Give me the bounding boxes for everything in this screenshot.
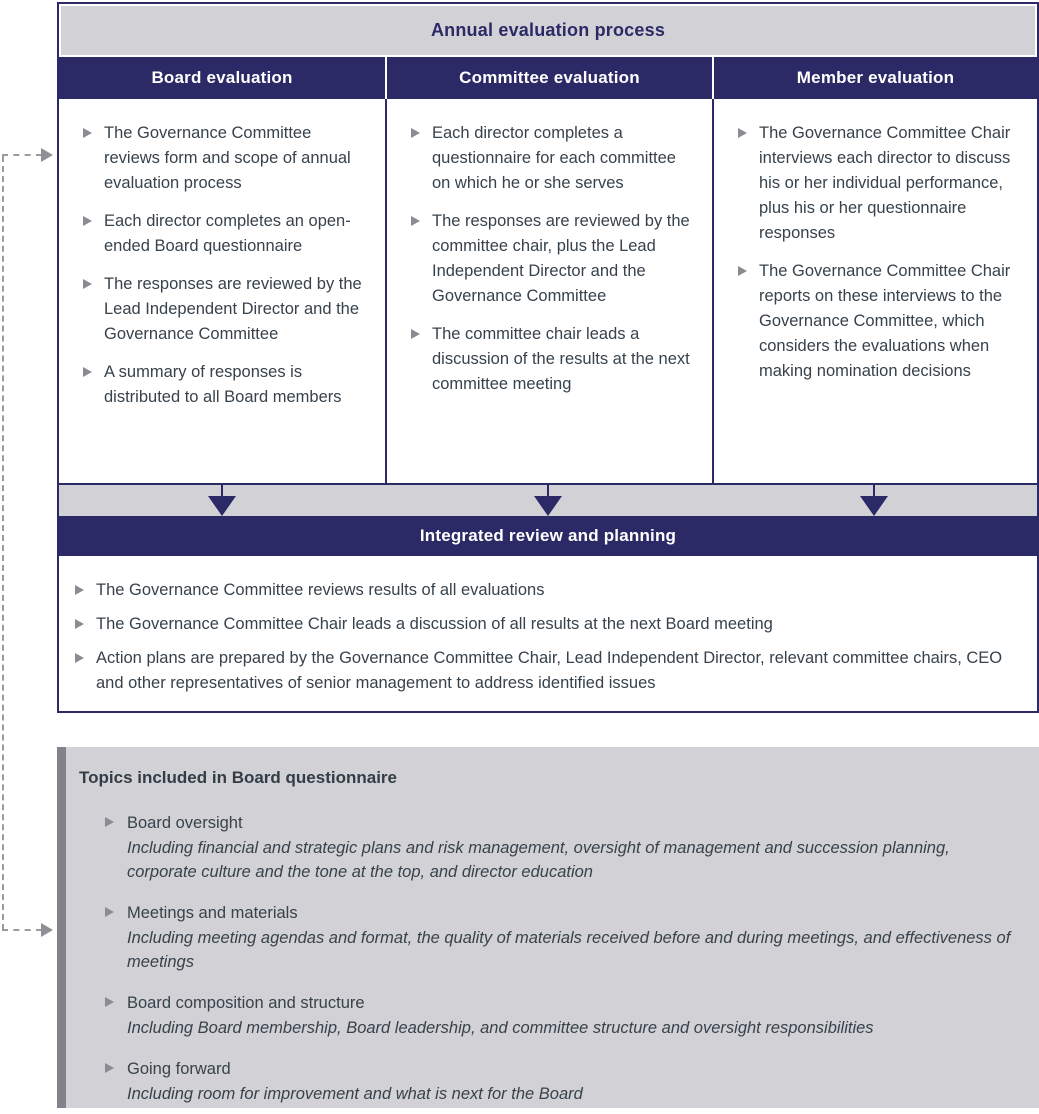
dashed-arrow-right-icon (41, 923, 53, 937)
board-evaluation-column: The Governance Committee reviews form an… (59, 99, 385, 483)
bullet-item: The Governance Committee Chair leads a d… (75, 612, 1013, 637)
bullet-item: The Governance Committee reviews form an… (83, 121, 369, 196)
bullet-item: The Governance Committee Chair interview… (738, 121, 1021, 246)
topic-label: Board composition and structure (127, 994, 365, 1012)
process-title: Annual evaluation process (430, 20, 666, 40)
column-header-row: Board evaluation Committee evaluation Me… (59, 57, 1037, 99)
topic-description: Including financial and strategic plans … (127, 839, 950, 881)
bullet-item: The responses are reviewed by the commit… (411, 209, 696, 309)
topics-title: Topics included in Board questionnaire (79, 768, 397, 787)
bullet-item: The Governance Committee Chair reports o… (738, 259, 1021, 384)
integrated-review-title: Integrated review and planning (419, 526, 677, 545)
dashed-arrow-right-icon (41, 148, 53, 162)
bullet-item: Each director completes a questionnaire … (411, 121, 696, 196)
dashed-connector-line (2, 929, 42, 931)
dashed-connector-line (2, 154, 42, 156)
topic-item: Meetings and materials Including meeting… (105, 901, 1015, 974)
committee-evaluation-column: Each director completes a questionnaire … (385, 99, 712, 483)
arrow-down-icon (860, 485, 888, 516)
integrated-review-band: Integrated review and planning (59, 516, 1037, 556)
dashed-connector-line (2, 156, 4, 930)
topics-panel: Topics included in Board questionnaire B… (57, 747, 1039, 1108)
topic-label: Meetings and materials (127, 904, 298, 922)
process-title-band: Annual evaluation process (61, 6, 1035, 55)
annual-evaluation-process-table: Annual evaluation process Board evaluati… (57, 2, 1039, 713)
bullet-item: The Governance Committee reviews results… (75, 578, 1013, 603)
bullet-item: Action plans are prepared by the Governa… (75, 646, 1013, 696)
topic-label: Going forward (127, 1060, 231, 1078)
topic-description: Including meeting agendas and format, th… (127, 929, 1011, 971)
arrow-down-icon (534, 485, 562, 516)
column-header-committee: Committee evaluation (385, 57, 712, 99)
topic-description: Including room for improvement and what … (127, 1085, 583, 1103)
column-body-row: The Governance Committee reviews form an… (59, 99, 1037, 483)
integrated-review-body: The Governance Committee reviews results… (59, 556, 1037, 711)
arrow-down-icon (208, 485, 236, 516)
topic-item: Going forward Including room for improve… (105, 1057, 1015, 1106)
flow-arrow-band (59, 483, 1037, 516)
topic-label: Board oversight (127, 814, 243, 832)
column-header-member: Member evaluation (712, 57, 1037, 99)
column-header-board: Board evaluation (151, 68, 293, 87)
topic-item: Board oversight Including financial and … (105, 811, 1015, 884)
topic-item: Board composition and structure Includin… (105, 991, 1015, 1040)
bullet-item: The responses are reviewed by the Lead I… (83, 272, 369, 347)
bullet-item: A summary of responses is distributed to… (83, 360, 369, 410)
bullet-item: The committee chair leads a discussion o… (411, 322, 696, 397)
bullet-item: Each director completes an open-ended Bo… (83, 209, 369, 259)
topic-description: Including Board membership, Board leader… (127, 1019, 874, 1037)
member-evaluation-column: The Governance Committee Chair interview… (712, 99, 1037, 483)
